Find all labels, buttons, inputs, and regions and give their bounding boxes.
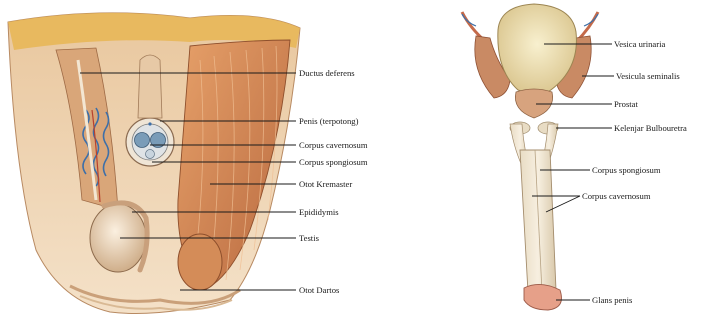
label-testis: Testis: [299, 233, 319, 243]
label-vesicula-seminalis: Vesicula seminalis: [616, 71, 680, 81]
penis-root: [138, 55, 162, 118]
right-reproductive-organs: [462, 4, 598, 310]
corpus-cavernosum-left: [135, 133, 150, 148]
label-prostat: Prostat: [614, 99, 638, 109]
label-otot-dartos: Otot Dartos: [299, 285, 339, 295]
label-kelenjar-bulbouretra: Kelenjar Bulbouretra: [614, 123, 687, 133]
label-epididymis: Epididymis: [299, 207, 339, 217]
prostate-gland: [515, 89, 552, 118]
label-corpus-cavernosum-left: Corpus cavernosum: [299, 140, 368, 150]
penile-shaft: [520, 150, 556, 297]
corpus-spongiosum-section: [146, 150, 155, 159]
label-penis-cut: Penis (terpotong): [299, 116, 358, 126]
label-vesica-urinaria: Vesica urinaria: [614, 39, 665, 49]
penis-cross-section: [126, 118, 174, 166]
glans: [524, 284, 562, 310]
right-testis: [178, 234, 222, 290]
label-corpus-spongiosum-right: Corpus spongiosum: [592, 165, 661, 175]
label-glans-penis: Glans penis: [592, 295, 632, 305]
label-otot-kremaster: Otot Kremaster: [299, 179, 352, 189]
label-corpus-spongiosum-left: Corpus spongiosum: [299, 157, 368, 167]
label-ductus-deferens: Ductus deferens: [299, 68, 355, 78]
left-scrotal-dissection: [8, 13, 300, 314]
label-corpus-cavernosum-right: Corpus cavernosum: [582, 191, 651, 201]
